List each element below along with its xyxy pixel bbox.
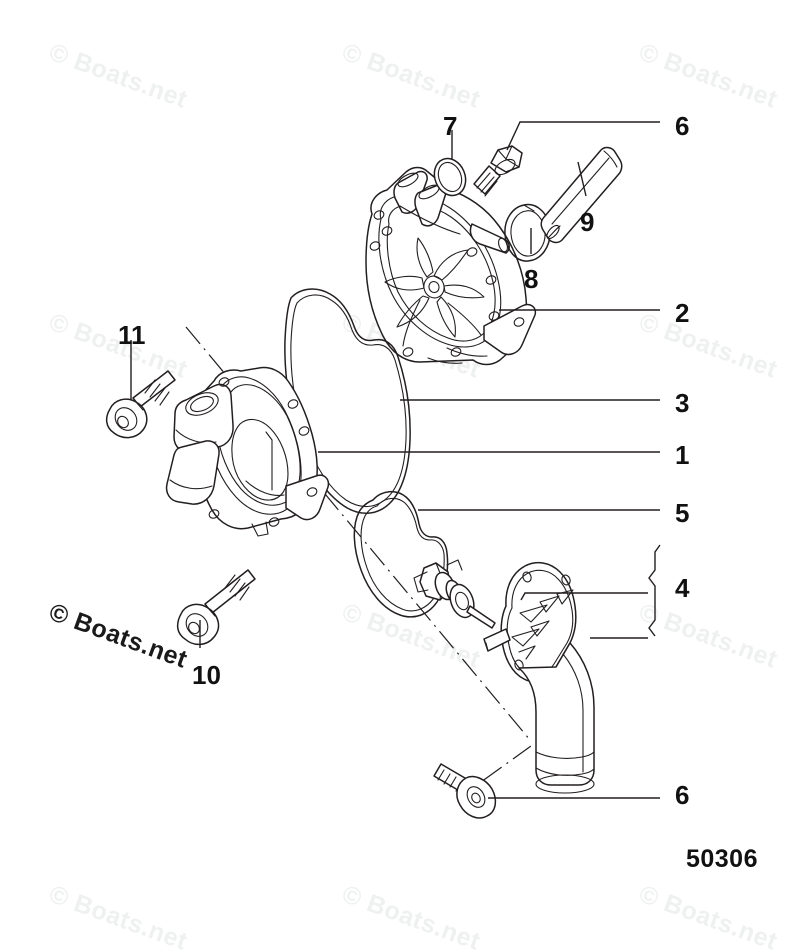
part-thermostat-housing (483, 561, 595, 794)
part-dowel-sleeve-pin (540, 146, 623, 244)
part-flange-bolt-10 (176, 569, 256, 646)
part-water-pump-body (365, 166, 537, 366)
part-thermostat (413, 559, 496, 629)
part-pump-housing-lower (165, 366, 330, 537)
part-hex-flange-screw-upper (473, 145, 523, 197)
part-flange-bolt-11 (105, 370, 176, 439)
part-hex-flange-screw-lower (433, 763, 497, 819)
leader-lines (130, 121, 661, 799)
diagram-number: 50306 (685, 845, 758, 873)
part-retaining-ring (504, 203, 551, 262)
part-o-ring-seal (433, 157, 467, 197)
